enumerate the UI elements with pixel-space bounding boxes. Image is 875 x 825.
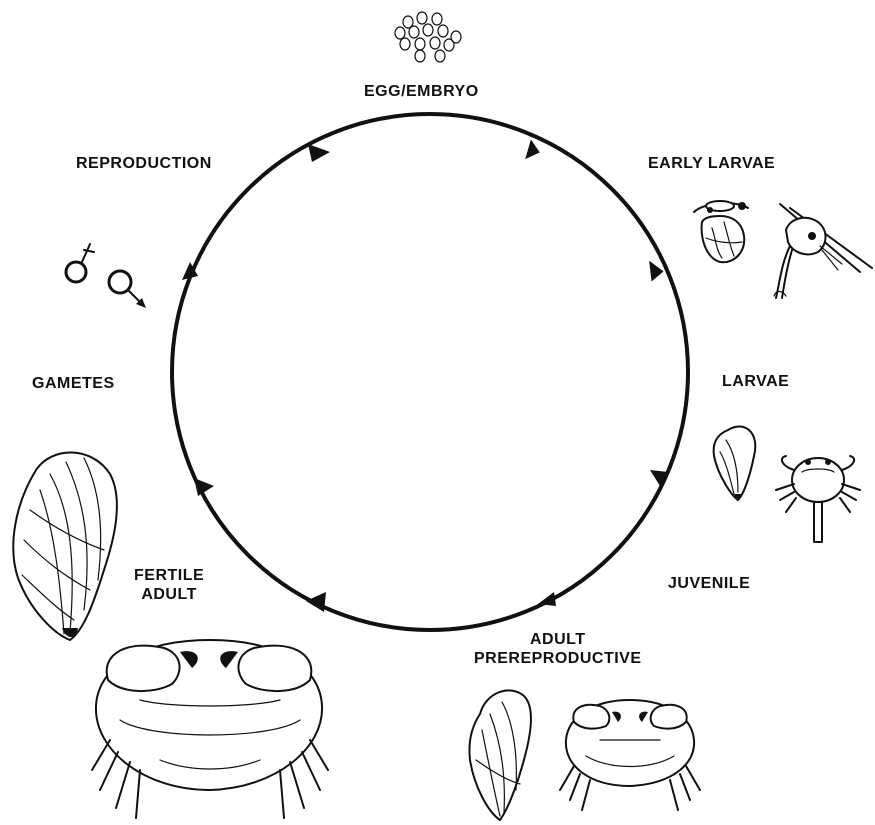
label-adult-prereproductive-line2: PREREPRODUCTIVE (474, 649, 642, 668)
cycle-arrows (182, 139, 668, 612)
label-fertile-adult: FERTILE ADULT (134, 566, 204, 604)
label-larvae: LARVAE (722, 372, 789, 391)
label-adult-prereproductive: ADULT PREREPRODUCTIVE (474, 630, 642, 668)
gamete-symbols (66, 244, 146, 308)
cycle-arrow (308, 144, 330, 162)
label-reproduction: REPRODUCTION (76, 154, 212, 173)
prereproductive-crab-icon (560, 700, 700, 810)
cycle-arrow (525, 139, 541, 160)
life-cycle-circle (172, 114, 688, 630)
mussel-larva-icon (714, 426, 756, 500)
label-fertile-adult-line1: FERTILE (134, 566, 204, 585)
veliger-larva-icon (694, 201, 748, 262)
label-adult-prereproductive-line1: ADULT (474, 630, 642, 649)
megalopa-larva-icon (776, 456, 860, 542)
adult-crab-icon (92, 640, 328, 818)
male-symbol-icon (66, 262, 86, 282)
cycle-arrow (306, 592, 326, 612)
cycle-arrow (538, 592, 556, 606)
cycle-arrow (646, 261, 665, 283)
prereproductive-mussel-icon (469, 690, 531, 820)
label-fertile-adult-line2: ADULT (134, 585, 204, 604)
adult-mussel-icon (13, 452, 117, 640)
label-juvenile: JUVENILE (668, 574, 750, 593)
egg-cluster-icon (395, 12, 461, 62)
zoea-larva-icon (774, 204, 872, 298)
label-early-larvae: EARLY LARVAE (648, 154, 775, 173)
label-egg-embryo: EGG/EMBRYO (364, 82, 479, 101)
label-gametes: GAMETES (32, 374, 115, 393)
